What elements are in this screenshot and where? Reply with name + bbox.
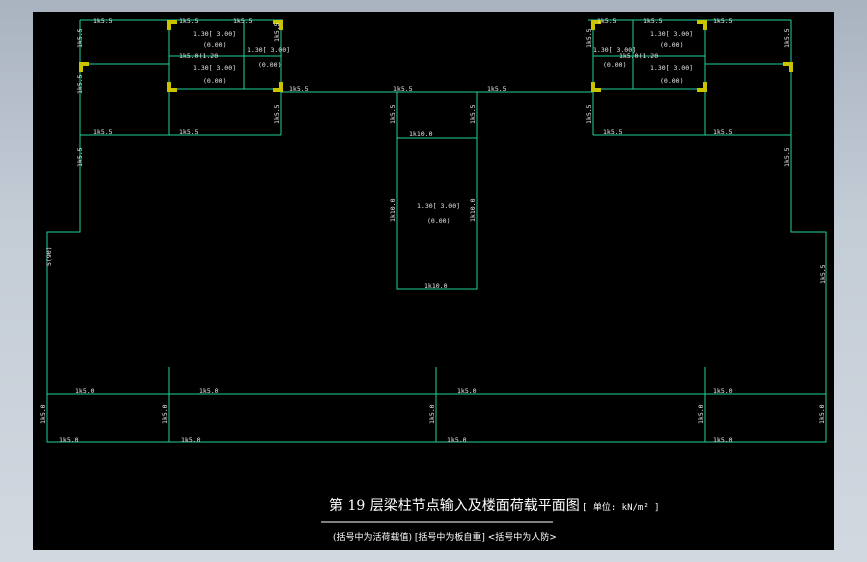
room-selfweight-label: (0.00) xyxy=(660,77,683,85)
column-markers xyxy=(79,20,793,92)
beam-label: 1k5.5 xyxy=(597,17,617,25)
beam-label: 1k5.0 xyxy=(181,436,201,444)
drawing-title: 第 19 层梁柱节点输入及楼面荷载平面图 xyxy=(329,497,580,514)
drawing-subtitle: (括号中为活荷载值) [括号中为板自重] <括号中为人防> xyxy=(333,531,557,543)
room-load-label: 1.30[ 3.00] xyxy=(193,64,236,72)
room-selfweight-label: (0.00) xyxy=(203,41,226,49)
beam-label: 1k5.5 xyxy=(233,17,253,25)
beam-label: 1k10.0 xyxy=(469,198,477,222)
beam-label: 1k5.5 xyxy=(389,104,397,124)
building-outline xyxy=(46,20,827,443)
beam-label: 1k5.5 xyxy=(585,104,593,124)
beam-label: 1k5.0 xyxy=(818,404,826,424)
column xyxy=(79,62,89,72)
column xyxy=(273,82,283,92)
beam-label: 1k5.5 xyxy=(713,128,733,136)
column xyxy=(591,82,601,92)
beam-label: 1k5.0 xyxy=(199,387,219,395)
beam-label: 1k5.5 xyxy=(783,28,791,48)
column xyxy=(591,20,601,30)
beam-label: 1k5.5 xyxy=(643,17,663,25)
core-load-label: 1.30[ 3.00] xyxy=(417,202,460,210)
room-selfweight-label: (0.00) xyxy=(203,77,226,85)
beam-label: 1k5.0 xyxy=(713,387,733,395)
stair-block-right xyxy=(592,19,706,90)
room-selfweight-label: (0.00) xyxy=(258,61,281,69)
beam-label: 1k5.5 xyxy=(713,17,733,25)
column xyxy=(273,20,283,30)
beam-label: 1k5.0 xyxy=(457,387,477,395)
room-load-label: 1.30[ 3.00] xyxy=(650,64,693,72)
beam-label: 1k5.5 xyxy=(289,85,309,93)
vertical-beam-labels: 1k5.5 1k5.5 1k5.5 1k5.5 1k5.5 1k5.5 1k5.… xyxy=(39,22,827,424)
beam-label: 5(90) xyxy=(45,246,53,266)
stair-block-left xyxy=(168,19,282,90)
room-load-label: 1.30[ 3.00] xyxy=(193,30,236,38)
cad-drawing-canvas[interactable]: 1.30[ 3.00] (0.00) 1.30[ 3.00] (0.00) 1.… xyxy=(33,12,834,550)
beam-label: 1k5.5 xyxy=(585,28,593,48)
beam-label: 1k5.0 xyxy=(161,404,169,424)
beam-label: 1k5.5 xyxy=(179,128,199,136)
beam-label: 1k5.0 xyxy=(447,436,467,444)
beam-label: 1k5.5 xyxy=(179,17,199,25)
beam-label: 1k5.5 xyxy=(783,147,791,167)
column xyxy=(167,82,177,92)
core-room xyxy=(396,91,478,290)
column xyxy=(167,20,177,30)
room-selfweight-label: (0.00) xyxy=(660,41,683,49)
beam-label: 1k5.5 xyxy=(273,22,281,42)
beam-label: 1k5.5 xyxy=(273,104,281,124)
beam-label: 1k5.0 xyxy=(713,436,733,444)
beam-label: 1k10.0 xyxy=(424,282,448,290)
beam-label: 1k5.5 xyxy=(93,17,113,25)
beam-label: 1k5.5 xyxy=(76,147,84,167)
beam-label: 1k5.5 xyxy=(603,128,623,136)
beam-label: 1k5.0 xyxy=(75,387,95,395)
room-load-label: 1.30[ 3.00] xyxy=(650,30,693,38)
beam-label: 1k5.0 xyxy=(428,404,436,424)
beam-label: 1k10.0 xyxy=(389,198,397,222)
beam-label: 1k10.0 xyxy=(409,130,433,138)
beam-label: 1k5.0 xyxy=(39,404,47,424)
beam-label: 1k5.5 xyxy=(819,264,827,284)
column xyxy=(697,82,707,92)
stair-note: 1k5.0(1.20 xyxy=(179,52,218,60)
beam-label: 1k5.0 xyxy=(59,436,79,444)
column xyxy=(783,62,793,72)
core-selfweight-label: (0.00) xyxy=(427,217,450,225)
floor-plan: 1.30[ 3.00] (0.00) 1.30[ 3.00] (0.00) 1.… xyxy=(39,17,827,543)
beam-label: 1k5.5 xyxy=(76,74,84,94)
beam-label: 1k5.5 xyxy=(487,85,507,93)
beam-label: 1k5.5 xyxy=(76,28,84,48)
room-load-label: 1.30[ 3.00] xyxy=(593,46,636,54)
beam-label: 1k5.5 xyxy=(93,128,113,136)
beam-label: 1k5.0 xyxy=(697,404,705,424)
room-load-label: 1.30[ 3.00] xyxy=(247,46,290,54)
drawing-unit: [ 单位: kN/m² ] xyxy=(582,501,660,513)
beam-label: 1k5.5 xyxy=(393,85,413,93)
column xyxy=(697,20,707,30)
room-selfweight-label: (0.00) xyxy=(603,61,626,69)
stair-note: 1k5.0(1.20 xyxy=(619,52,658,60)
beam-label: 1k5.5 xyxy=(469,104,477,124)
